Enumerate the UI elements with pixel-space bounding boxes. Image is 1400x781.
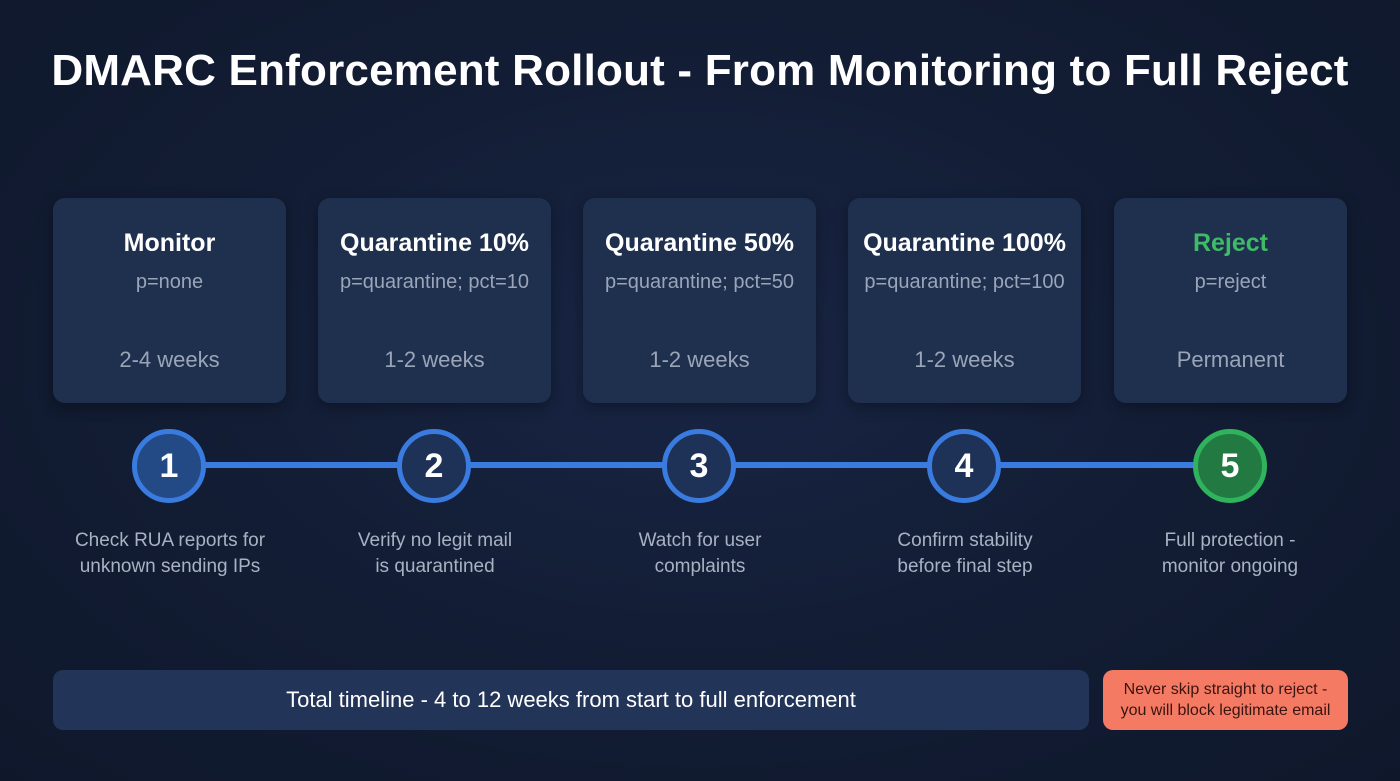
description-line: Confirm stability: [897, 530, 1033, 551]
warning-line: you will block legitimate email: [1120, 702, 1331, 719]
step-marker-5: 5: [1193, 429, 1267, 503]
description-line: Watch for user: [638, 530, 762, 551]
step-description-5: Full protection - monitor ongoing: [1100, 528, 1360, 580]
stage-name: Monitor: [123, 229, 216, 257]
description-line: unknown sending IPs: [79, 556, 261, 577]
stage-policy: p=none: [135, 271, 204, 293]
stage-policy: p=quarantine; pct=10: [339, 271, 530, 293]
step-marker-3: 3: [662, 429, 736, 503]
step-marker-2: 2: [397, 429, 471, 503]
stage-policy: p=reject: [1194, 271, 1267, 293]
stage-name: Reject: [1192, 229, 1269, 257]
stage-name: Quarantine 50%: [605, 229, 794, 257]
stage-card-reject: Reject p=reject Permanent: [1114, 198, 1347, 403]
description-line: monitor ongoing: [1161, 556, 1299, 577]
stage-duration: 1-2 weeks: [914, 347, 1015, 372]
stage-policy: p=quarantine; pct=50: [604, 271, 795, 293]
summary-text: Total timeline - 4 to 12 weeks from star…: [286, 687, 856, 712]
stage-card-quarantine-100: Quarantine 100% p=quarantine; pct=100 1-…: [848, 198, 1081, 403]
stage-card-monitor: Monitor p=none 2-4 weeks: [53, 198, 286, 403]
description-line: complaints: [654, 556, 746, 577]
stage-card-quarantine-10: Quarantine 10% p=quarantine; pct=10 1-2 …: [318, 198, 551, 403]
stage-duration: 1-2 weeks: [649, 347, 750, 372]
stage-card-quarantine-50: Quarantine 50% p=quarantine; pct=50 1-2 …: [583, 198, 816, 403]
timeline-summary-banner: Total timeline - 4 to 12 weeks from star…: [53, 670, 1089, 730]
stage-policy: p=quarantine; pct=100: [864, 271, 1065, 293]
step-description-1: Check RUA reports for unknown sending IP…: [40, 528, 300, 580]
step-description-4: Confirm stability before final step: [835, 528, 1095, 580]
description-line: Check RUA reports for: [74, 530, 266, 551]
stage-name: Quarantine 10%: [340, 229, 529, 257]
stage-duration: 1-2 weeks: [384, 347, 485, 372]
warning-callout: Never skip straight to reject - you will…: [1103, 670, 1348, 730]
stage-name: Quarantine 100%: [863, 229, 1066, 257]
description-line: Verify no legit mail: [357, 530, 513, 551]
step-description-2: Verify no legit mail is quarantined: [305, 528, 565, 580]
stage-duration: Permanent: [1176, 347, 1285, 372]
stage-duration: 2-4 weeks: [119, 347, 220, 372]
description-line: Full protection -: [1164, 530, 1296, 551]
step-description-3: Watch for user complaints: [570, 528, 830, 580]
description-line: is quarantined: [375, 556, 495, 577]
diagram-title: DMARC Enforcement Rollout - From Monitor…: [51, 46, 1349, 95]
description-line: before final step: [897, 556, 1033, 577]
step-marker-4: 4: [927, 429, 1001, 503]
step-marker-1: 1: [132, 429, 206, 503]
warning-line: Never skip straight to reject -: [1123, 681, 1328, 698]
